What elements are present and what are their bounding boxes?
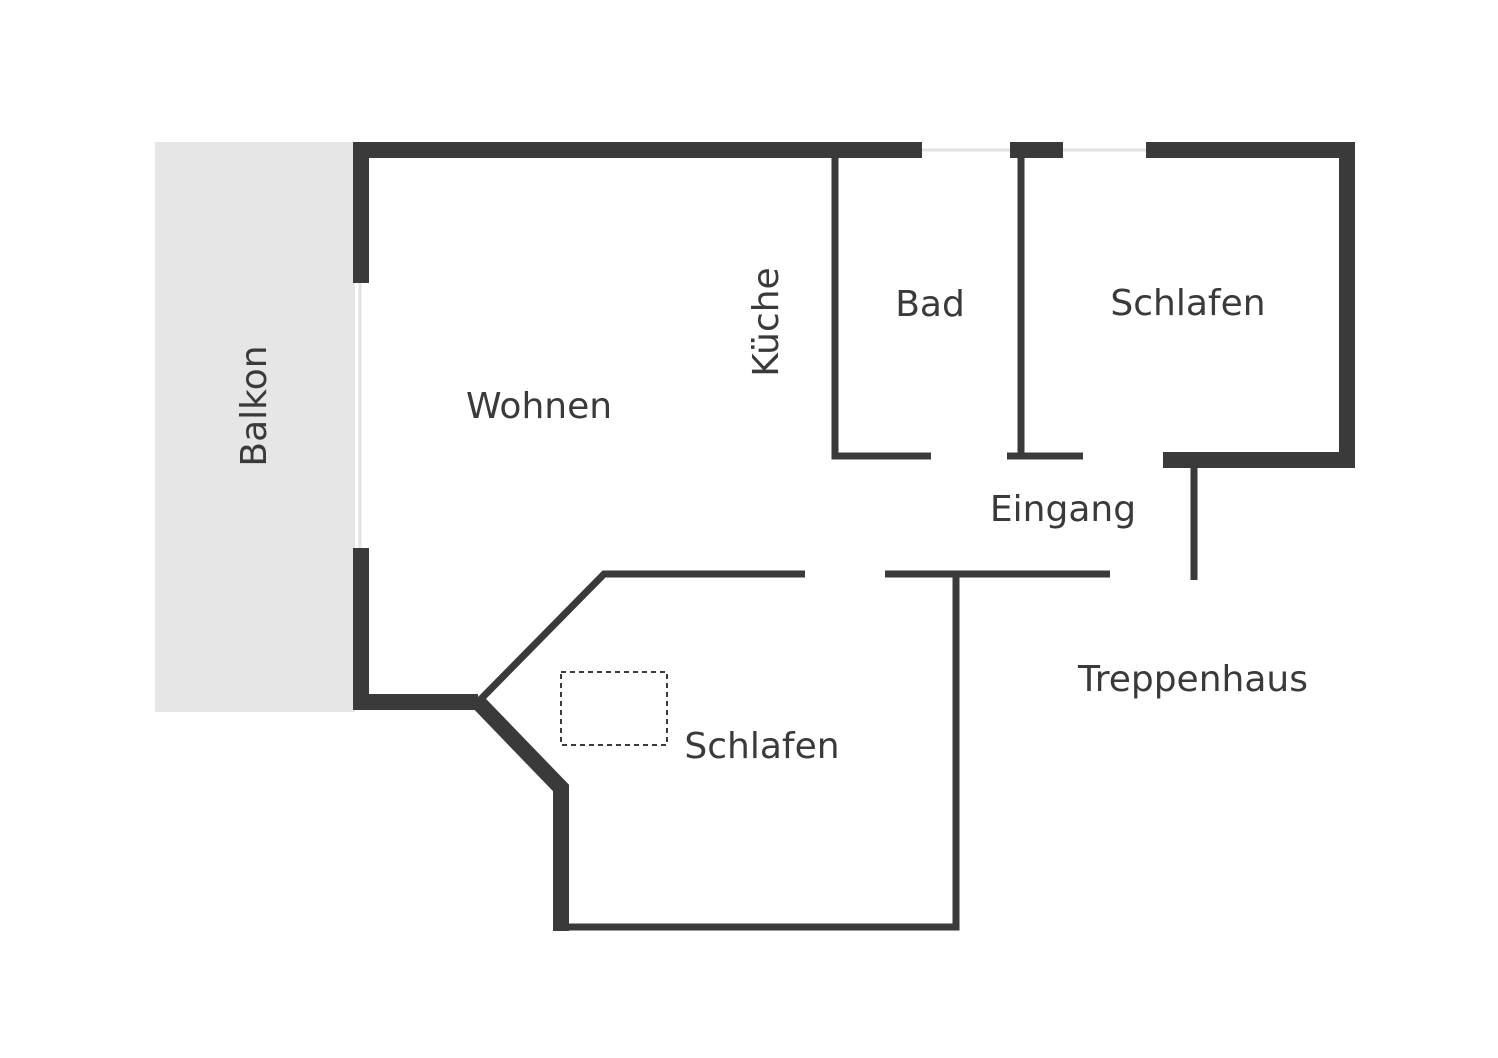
room-label-eingang: Eingang [990, 489, 1136, 530]
wall-bedroom-bottom-right [561, 574, 960, 931]
wall-bedroom-bottom-top [475, 570, 805, 705]
wall-kitchen-bath [831, 150, 931, 460]
room-label-schlafen-bottom: Schlafen [684, 726, 839, 767]
room-label-balkon: Balkon [234, 345, 275, 466]
room-label-kueche: Küche [746, 267, 787, 376]
room-label-schlafen-top: Schlafen [1110, 283, 1265, 324]
dashed-bed-outline [560, 671, 668, 746]
room-label-wohnen: Wohnen [466, 386, 612, 427]
outer-wall-top-right [1146, 142, 1355, 468]
room-label-bad: Bad [895, 284, 965, 325]
outer-wall-bay [472, 696, 569, 931]
outer-wall-top-left [353, 142, 922, 283]
room-label-treppenhaus: Treppenhaus [1077, 659, 1308, 700]
outer-wall-left-bottom [353, 548, 478, 710]
balcony-area [155, 142, 355, 712]
